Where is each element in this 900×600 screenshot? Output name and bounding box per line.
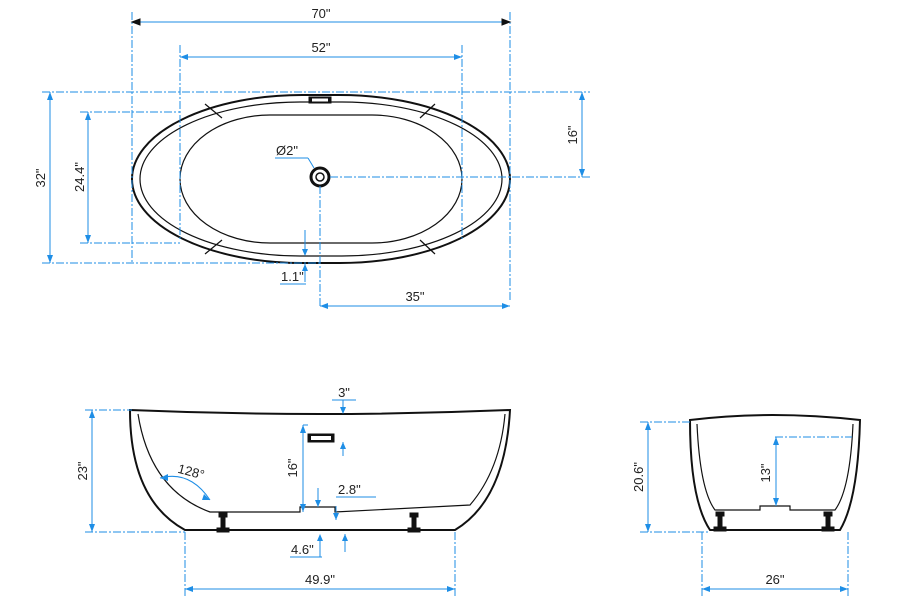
dim-label-drain-diameter: Ø2" — [276, 143, 298, 158]
basin-corner-lines — [204, 103, 436, 255]
dim-label-foot-height: 4.6" — [291, 542, 314, 557]
end-foot-right — [821, 511, 835, 532]
dim-label-base-length: 49.9" — [305, 572, 335, 587]
dim-label-side-height: 23" — [75, 461, 90, 480]
tub-outer-rim — [131, 94, 511, 264]
side-tub-inner-line — [137, 413, 506, 513]
dim-label-drain-offset-length: 35" — [405, 289, 424, 304]
dim-label-overall-width: 32" — [33, 168, 48, 187]
dim-label-overflow-height: 16" — [285, 458, 300, 477]
overflow-slot — [312, 98, 328, 102]
end-foot-left — [713, 511, 727, 532]
drain-center — [315, 172, 325, 182]
top-view: 70" 52" 32" 24.4" 16" Ø2" 1.1" — [33, 6, 590, 309]
dim-label-rim-thickness: 1.1" — [281, 269, 304, 284]
dim-label-water-depth: 13" — [758, 463, 773, 482]
dim-label-backrest-angle: 128° — [176, 461, 206, 482]
end-tub-inner-line — [696, 423, 854, 511]
side-tub-outline — [128, 408, 512, 531]
side-view: 3" 23" 16" 128° 2.8" 4.6" — [75, 385, 512, 597]
side-foot-left — [216, 512, 230, 533]
dim-label-drain-height: 2.8" — [338, 482, 361, 497]
end-view: 20.6" 13" 26" — [631, 414, 862, 597]
end-tub-outline — [688, 414, 862, 531]
side-foot-right — [407, 512, 421, 533]
dim-label-end-height: 20.6" — [631, 462, 646, 492]
dim-label-interior-length: 52" — [311, 40, 330, 55]
dim-label-drain-offset-width: 16" — [565, 125, 580, 144]
dim-label-overall-length: 70" — [311, 6, 330, 21]
dim-label-base-width: 26" — [765, 572, 784, 587]
dim-label-interior-width: 24.4" — [72, 162, 87, 192]
dim-label-overflow-offset: 3" — [338, 385, 350, 400]
